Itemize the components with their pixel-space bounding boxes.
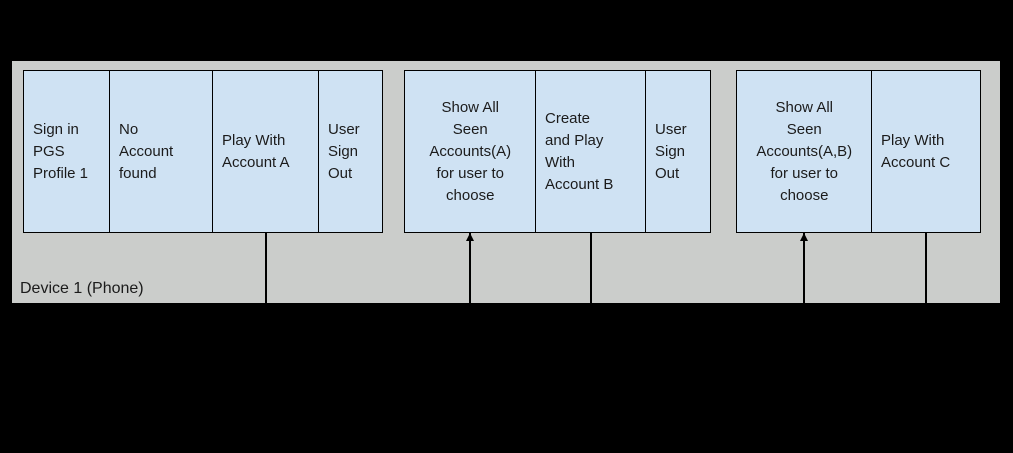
node-label: Sign in PGS Profile 1 (33, 120, 89, 182)
node-label: Create and Play With Account B (545, 109, 614, 193)
node-sign-in-pgs-profile-1: Sign in PGS Profile 1 (23, 70, 111, 233)
node-label: Play With Account A (222, 131, 290, 171)
node-user-sign-out-2: User Sign Out (645, 70, 711, 233)
node-label: Show All Seen Accounts(A) for user to ch… (429, 98, 512, 204)
node-play-with-account-c: Play With Account C (871, 70, 981, 233)
node-label: User Sign Out (328, 120, 360, 182)
connector-line-play-with-account-c (925, 233, 927, 303)
node-no-account-found: No Account found (109, 70, 214, 233)
connector-up-arrow-show-all-seen-accounts-a-b (800, 233, 808, 303)
node-label: User Sign Out (655, 120, 687, 182)
node-label: Show All Seen Accounts(A,B) for user to … (756, 98, 853, 204)
device-1-container: Sign in PGS Profile 1 No Account found P… (12, 61, 1000, 303)
node-show-all-seen-accounts-a-b: Show All Seen Accounts(A,B) for user to … (736, 70, 873, 233)
node-label: No Account found (119, 120, 174, 182)
node-create-and-play-with-account-b: Create and Play With Account B (535, 70, 647, 233)
node-label: Play With Account C (881, 131, 951, 171)
connector-up-arrow-show-all-seen-accounts-a (466, 233, 474, 303)
node-user-sign-out-1: User Sign Out (318, 70, 383, 233)
node-show-all-seen-accounts-a: Show All Seen Accounts(A) for user to ch… (404, 70, 537, 233)
connector-line-play-with-account-a (265, 233, 267, 303)
node-play-with-account-a: Play With Account A (212, 70, 320, 233)
connector-line-create-and-play-with-account-b (590, 233, 592, 303)
device-label: Device 1 (Phone) (20, 280, 144, 297)
